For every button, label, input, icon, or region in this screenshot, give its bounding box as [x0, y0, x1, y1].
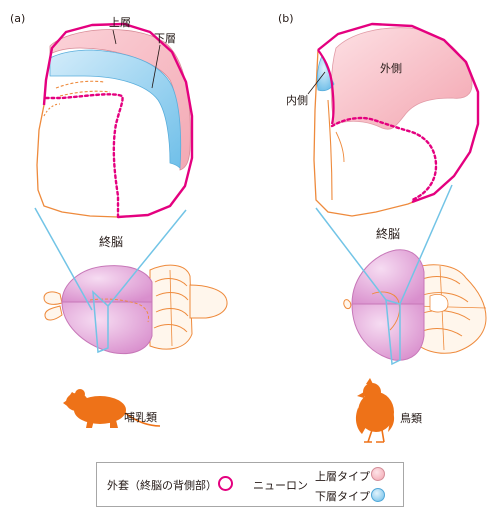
mammal-lower-layer: [49, 49, 182, 169]
legend-pallium-circle-icon: [218, 476, 233, 491]
mammal-pallium-outline: [42, 22, 194, 219]
mammal-brainstem: [189, 284, 228, 319]
bird-hemisphere-section: [313, 22, 480, 217]
panel-a: (a) 上層 下層: [10, 12, 228, 428]
bird-cerebellum: [413, 264, 487, 354]
panel-b-tag: (b): [278, 12, 294, 25]
mammal-olfactory-bulb-lower: [44, 305, 63, 321]
upper-layer-label: 上層: [109, 16, 131, 29]
lower-layer-label: 下層: [154, 32, 176, 45]
legend-neuron-label: ニューロン: [253, 479, 308, 492]
legend-lower-type-circle-icon: [371, 488, 385, 502]
mammal-hemisphere-section: [36, 22, 194, 219]
mammal-telencephalon-upper: [61, 265, 153, 303]
mouse-silhouette: [63, 389, 161, 428]
bird-pallium-outline: [317, 22, 480, 204]
bird-telencephalon-label: 終脳: [376, 226, 400, 241]
lateral-label: 外側: [380, 62, 402, 75]
mammal-label: 哺乳類: [124, 411, 157, 424]
mammal-olfactory-bulb-upper: [43, 291, 63, 305]
bird-telencephalon-lower: [351, 303, 425, 361]
bird-section-plane: [315, 184, 453, 366]
mammal-telencephalon-lower: [61, 301, 153, 355]
bird-silhouette: [355, 378, 395, 443]
legend: 外套（終脳の背側部） ニューロン 上層タイプ 下層タイプ: [96, 462, 404, 507]
panel-b: (b) 内側 外側: [278, 12, 487, 443]
bird-label: 鳥類: [400, 411, 422, 425]
mammal-brain-dorsal: [43, 264, 228, 355]
legend-upper-type-label: 上層タイプ: [315, 470, 370, 483]
bird-pallium-boundary: [330, 116, 438, 202]
mammal-pallium-boundary: [44, 93, 124, 219]
bird-brain-dorsal: [343, 249, 487, 361]
legend-lower-type-label: 下層タイプ: [315, 490, 370, 503]
bird-lateral-region: [330, 27, 473, 130]
panel-a-tag: (a): [10, 12, 25, 25]
legend-pallium-label: 外套（終脳の背側部）: [107, 479, 217, 492]
mammal-section-plane: [34, 207, 187, 354]
bird-telencephalon-upper: [351, 249, 425, 305]
medial-label: 内側: [286, 93, 308, 107]
mammal-telencephalon-label: 終脳: [99, 234, 123, 249]
legend-upper-type-circle-icon: [371, 467, 385, 481]
